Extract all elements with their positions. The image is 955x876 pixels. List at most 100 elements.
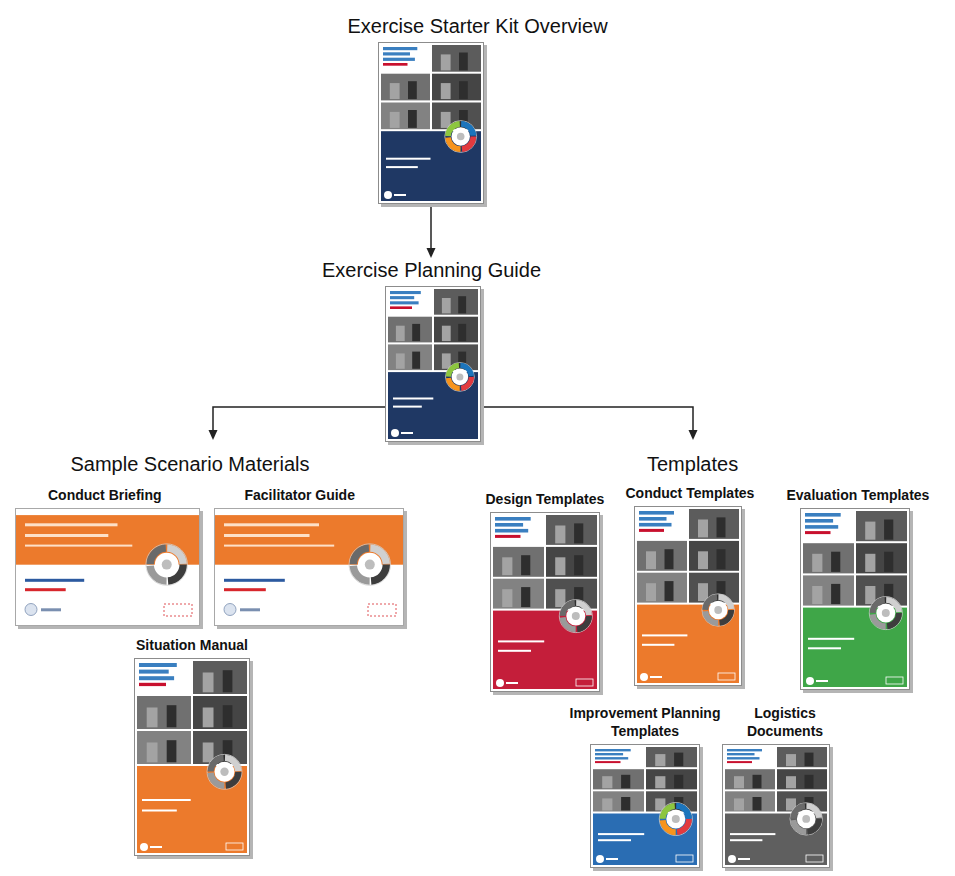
logo-bar <box>139 663 177 667</box>
title-line <box>642 634 687 636</box>
ring-segment <box>211 758 239 786</box>
photo <box>137 731 191 764</box>
photo-figure <box>412 324 420 341</box>
ring-center <box>358 553 382 577</box>
photo-figure <box>458 296 466 313</box>
photo-figure <box>396 353 405 368</box>
heading-block: Design Templates <box>486 490 605 508</box>
ring-segment <box>663 806 689 832</box>
seal-bar <box>401 432 413 434</box>
ring-segment <box>793 806 819 832</box>
document-node: Exercise Planning Guide <box>322 258 542 446</box>
ring-outline <box>790 803 822 835</box>
ring-segment <box>448 124 473 149</box>
ring-outline <box>146 544 187 585</box>
photo-figure <box>753 797 762 811</box>
ring-segment <box>448 365 471 388</box>
ring-segment <box>448 124 473 149</box>
title-line <box>498 650 531 652</box>
photo-figure <box>665 549 674 569</box>
photo-figure <box>521 555 530 575</box>
title-line <box>808 638 854 640</box>
photo-figure <box>655 776 665 788</box>
photo-figure <box>884 552 893 572</box>
photo <box>593 769 644 789</box>
logo-area <box>803 511 854 541</box>
document-node: Logistics Documents <box>722 704 834 872</box>
photo-figure <box>602 798 612 810</box>
document-cover <box>385 286 485 446</box>
ring-segment <box>448 365 471 388</box>
seal-bar <box>240 608 260 611</box>
document-node: Evaluation Templates <box>787 486 930 694</box>
cover-page <box>16 509 200 626</box>
title-line <box>642 644 674 646</box>
cover-shadow <box>493 515 603 695</box>
ring-segment <box>448 365 471 388</box>
photo-figure <box>786 754 796 766</box>
photo-figure <box>396 326 405 341</box>
photo <box>432 45 481 72</box>
photo-figure <box>390 83 400 99</box>
logo-bar <box>805 519 833 523</box>
logo-bar <box>727 753 755 755</box>
logo-bar <box>383 52 410 55</box>
stamp-box <box>368 604 396 616</box>
photo <box>388 317 432 343</box>
logo-area <box>137 661 191 694</box>
document-node: Conduct Templates <box>626 484 755 690</box>
photo-figure <box>502 589 512 607</box>
logo-bar <box>639 523 672 527</box>
seal <box>728 855 736 863</box>
photo-figure <box>698 520 708 538</box>
connector-line <box>430 204 432 250</box>
document-node: Design Templates <box>486 490 605 696</box>
photo-figure <box>805 753 814 767</box>
photo-figure <box>665 581 674 601</box>
ring-segment <box>873 600 899 626</box>
logo-bar <box>595 753 623 755</box>
cover-page <box>135 659 250 856</box>
title-line <box>224 545 334 547</box>
logo-bar <box>390 301 419 304</box>
document-cover <box>722 744 834 872</box>
photo <box>803 543 854 573</box>
photo-figure <box>646 551 656 569</box>
photo-figure <box>441 54 451 70</box>
subtitle-line <box>224 579 285 582</box>
date-line <box>25 588 66 591</box>
document-cover <box>15 508 204 630</box>
photo-figure <box>459 53 468 71</box>
ring-segment <box>663 806 689 832</box>
ring-outline <box>446 363 475 392</box>
title-line <box>224 523 319 526</box>
photo-figure <box>602 776 612 788</box>
logo-bar <box>639 517 667 521</box>
ring-segment <box>448 124 473 149</box>
ring-segment <box>150 548 183 581</box>
cover-shadow <box>725 747 833 871</box>
photo-figure <box>753 775 762 789</box>
document-node: Exercise Starter Kit Overview <box>348 14 609 208</box>
seal-bar <box>816 680 828 682</box>
date-box <box>226 843 243 850</box>
title-line <box>25 523 118 526</box>
ring-segment <box>873 600 899 626</box>
logo-bar <box>805 525 838 529</box>
cover-page <box>591 745 700 868</box>
logo-bar <box>139 683 166 686</box>
photo-figure <box>734 798 744 810</box>
photo-figure <box>223 705 233 727</box>
ring-outline <box>869 597 902 630</box>
photo-figure <box>458 324 466 341</box>
logo-area <box>381 45 430 72</box>
seal-bar <box>606 858 618 860</box>
ring-center <box>215 762 235 782</box>
logo-bar <box>639 529 664 532</box>
photo <box>803 575 854 605</box>
seal <box>384 191 392 199</box>
photo <box>493 579 544 609</box>
heading-block: Exercise Starter Kit Overview <box>348 14 608 38</box>
photo <box>388 344 432 370</box>
ring-core <box>220 768 228 776</box>
